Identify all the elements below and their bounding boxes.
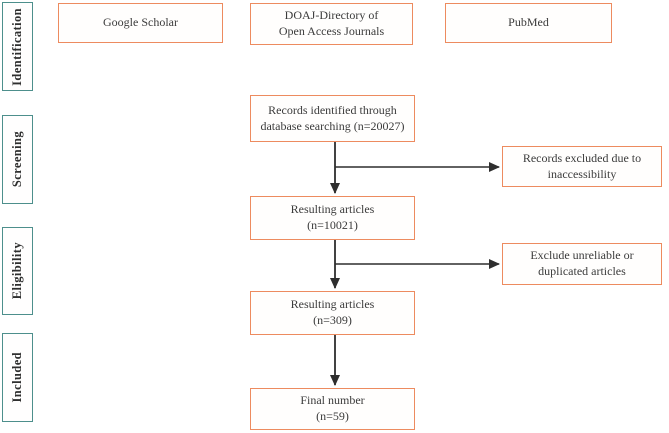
- source-box-pubmed: PubMed: [445, 3, 612, 43]
- source-box-google-scholar: Google Scholar: [58, 3, 223, 43]
- stage-label-included: Included: [10, 352, 24, 403]
- exclusion-text-line2: inaccessibility: [547, 166, 617, 181]
- stage-box-screening: Screening: [2, 115, 33, 204]
- stage-box-included: Included: [2, 333, 33, 422]
- stage-box-identification: Identification: [2, 2, 33, 91]
- stage-label-identification: Identification: [10, 7, 24, 86]
- flow-box-text-line1: Resulting articles: [290, 202, 375, 217]
- flow-box-final-number: Final number (n=59): [250, 388, 415, 430]
- stage-box-eligibility: Eligibility: [2, 227, 33, 315]
- flow-box-text-line2: database searching (n=20027): [260, 118, 405, 133]
- source-label: DOAJ-Directory of: [284, 8, 379, 23]
- flow-box-resulting-articles-1: Resulting articles (n=10021): [250, 196, 415, 240]
- exclusion-box-duplicates: Exclude unreliable or duplicated article…: [502, 243, 662, 285]
- flow-box-text-line1: Records identified through: [268, 102, 397, 117]
- exclusion-text-line2: duplicated articles: [538, 264, 626, 278]
- source-label: PubMed: [508, 15, 549, 30]
- exclusion-text-line1: Exclude unreliable or: [530, 248, 634, 263]
- flow-box-records-identified: Records identified through database sear…: [250, 95, 415, 142]
- exclusion-box-inaccessibility: Records excluded due to inaccessibility: [502, 146, 662, 187]
- flow-box-text-line2: (n=309): [313, 313, 352, 327]
- source-box-doaj: DOAJ-Directory of Open Access Journals: [250, 3, 413, 45]
- flow-box-resulting-articles-2: Resulting articles (n=309): [250, 291, 415, 335]
- flow-box-text-line2: (n=10021): [307, 218, 358, 232]
- flow-box-text-line2: (n=59): [316, 409, 349, 423]
- source-label-line2: Open Access Journals: [278, 24, 385, 38]
- flow-box-text-line1: Final number: [300, 393, 365, 408]
- stage-label-eligibility: Eligibility: [10, 242, 24, 300]
- stage-label-screening: Screening: [10, 131, 24, 188]
- flow-box-text-line1: Resulting articles: [290, 297, 375, 312]
- exclusion-text-line1: Records excluded due to: [522, 150, 642, 165]
- source-label: Google Scholar: [103, 15, 178, 30]
